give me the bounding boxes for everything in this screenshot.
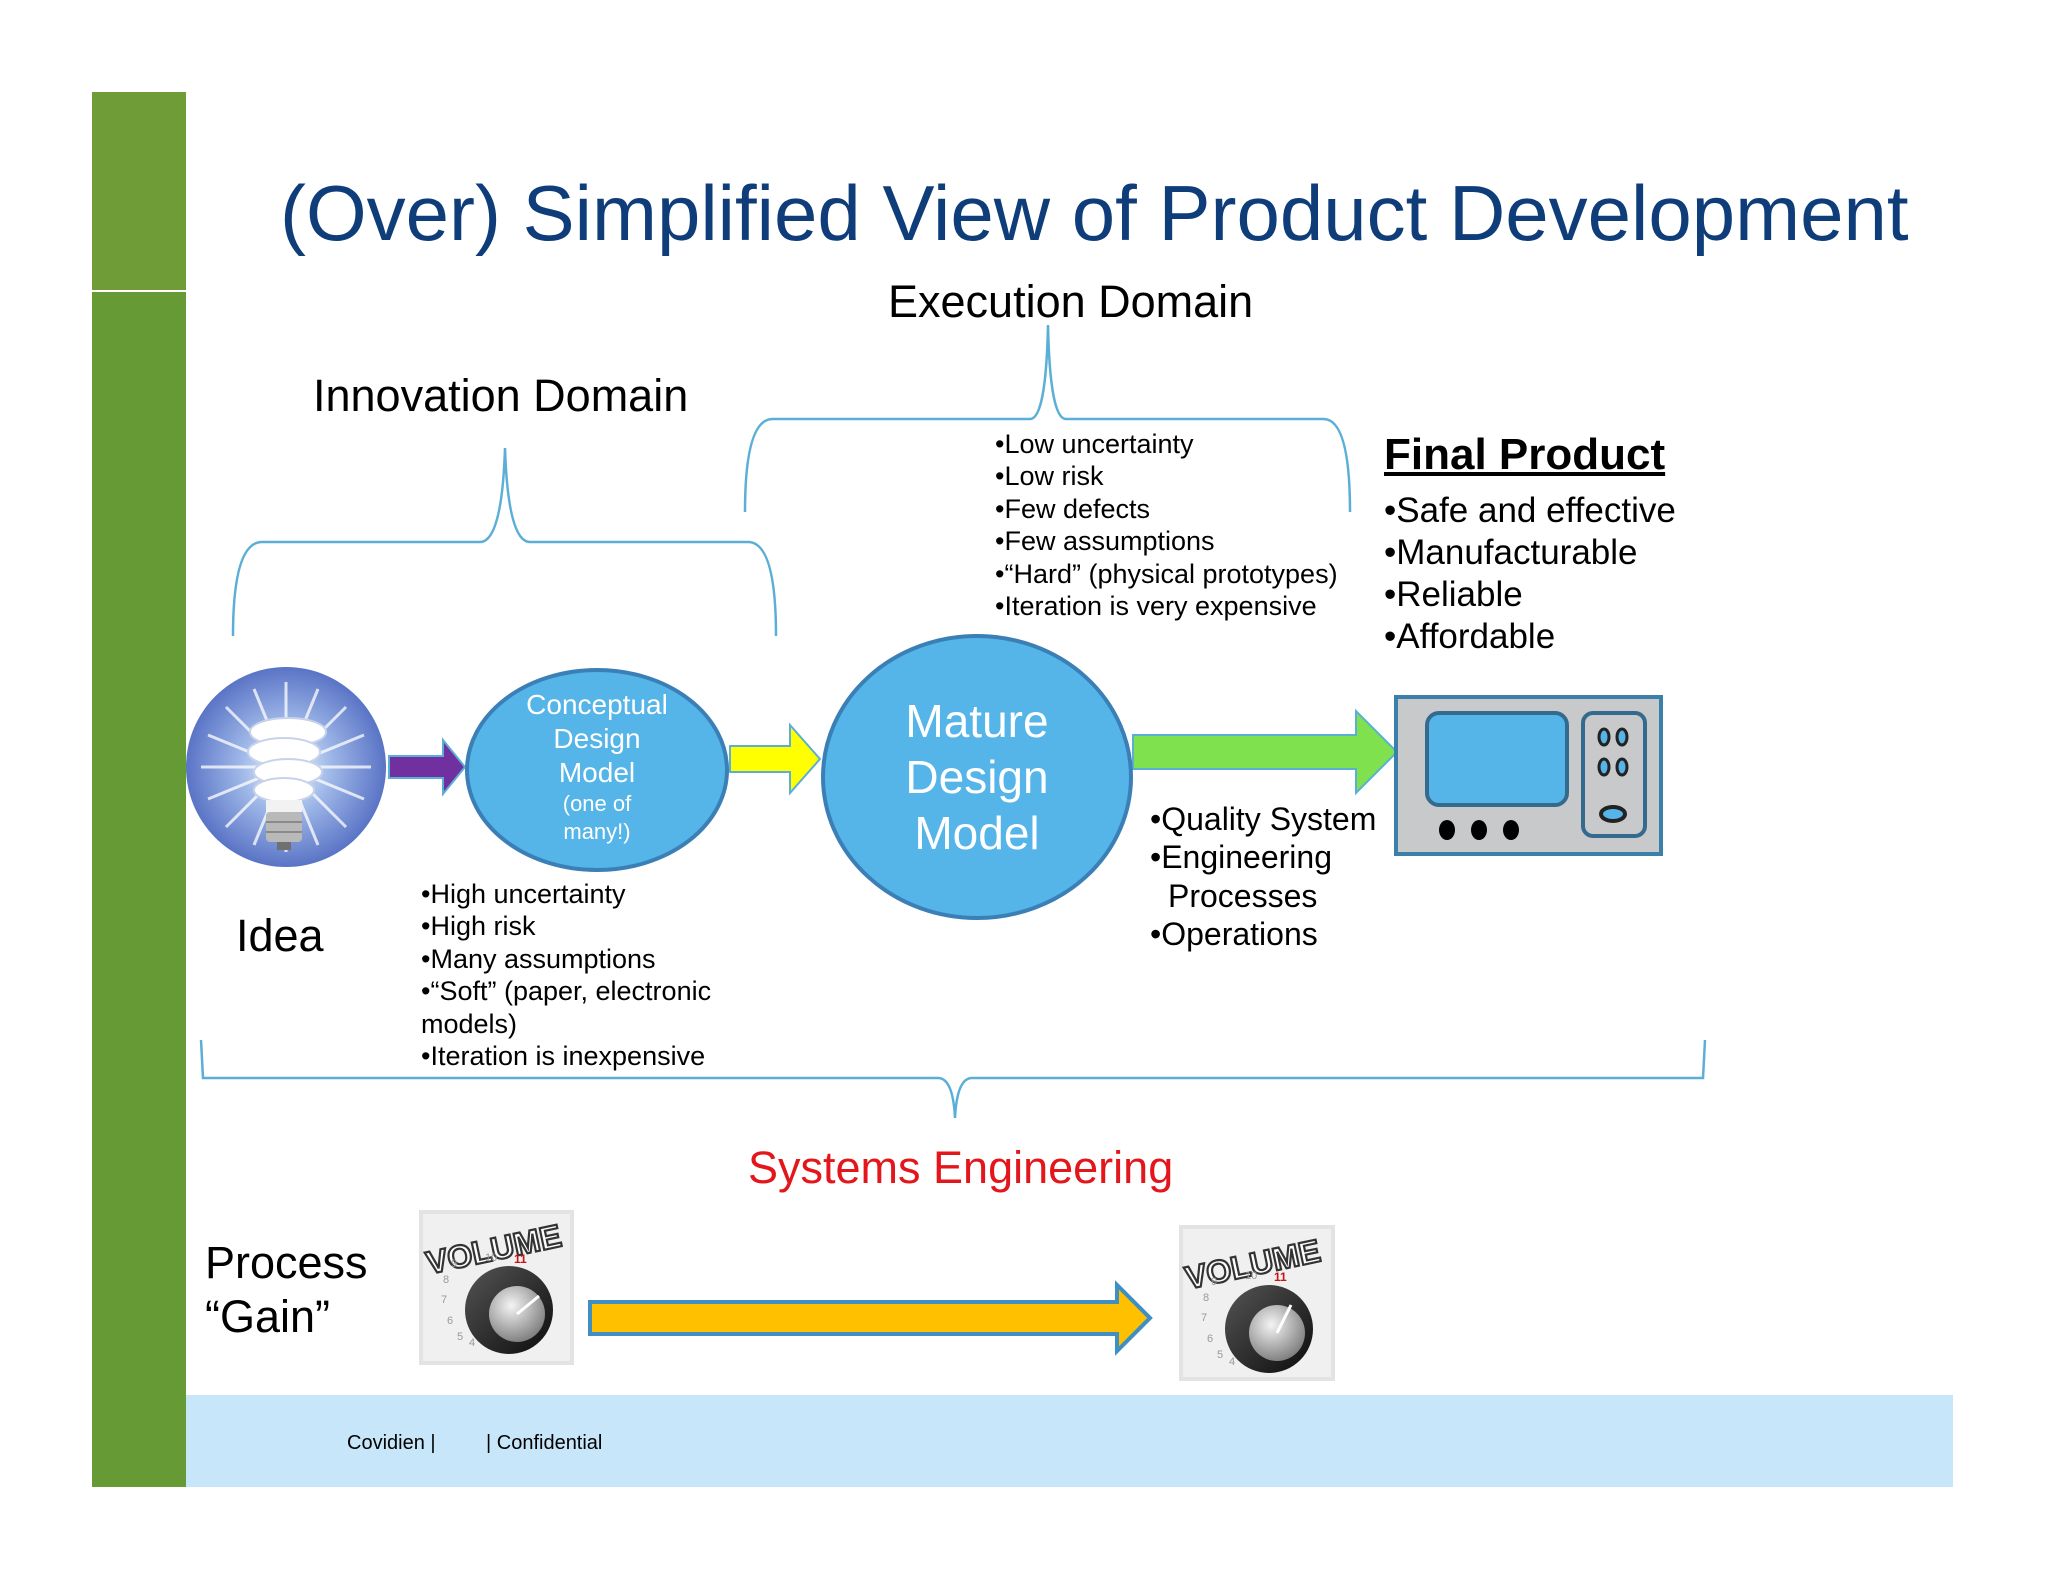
svg-text:10: 10 (485, 1252, 497, 1264)
list-item: •Operations (1150, 916, 1318, 953)
volume-knob-high: VOLUME 4 5 6 7 8 9 10 11 (1179, 1225, 1335, 1381)
list-item: •Safe and effective (1384, 491, 1676, 530)
svg-text:11: 11 (1274, 1270, 1287, 1284)
lightbulb-icon (186, 667, 386, 867)
device-icon (1394, 695, 1663, 856)
conceptual-note-1: (one of (562, 791, 632, 816)
mature-line-2: Design (905, 751, 1049, 803)
conceptual-design-model-circle (465, 668, 729, 872)
innovation-characteristics-list: •High uncertainty •High risk •Many assum… (421, 878, 711, 1072)
svg-text:6: 6 (447, 1315, 453, 1327)
slide-title: (Over) Simplified View of Product Develo… (280, 169, 1909, 257)
svg-text:10: 10 (1245, 1270, 1257, 1282)
execution-domain-brace (743, 324, 1352, 513)
list-item: models) (421, 1008, 518, 1039)
mature-design-model-circle (821, 634, 1133, 920)
list-item: •High risk (421, 911, 536, 942)
arrow-mature-to-final (1132, 708, 1399, 796)
svg-text:5: 5 (1217, 1349, 1223, 1361)
mature-line-3: Model (914, 807, 1040, 859)
list-item: •Affordable (1384, 617, 1556, 656)
list-item: •Quality System (1150, 801, 1377, 837)
mature-line-1: Mature (905, 695, 1049, 747)
process-gain-line-1: Process (205, 1237, 368, 1288)
process-gain-line-2: “Gain” (205, 1291, 331, 1342)
list-item: •Low uncertainty (995, 429, 1194, 459)
svg-text:8: 8 (443, 1274, 449, 1286)
list-item: •“Soft” (paper, electronic (421, 976, 712, 1007)
svg-text:7: 7 (1201, 1312, 1207, 1324)
final-product-title: Final Product (1384, 430, 1666, 479)
innovation-domain-label: Innovation Domain (313, 370, 689, 421)
execution-characteristics-list: •Low uncertainty •Low risk •Few defects … (995, 428, 1338, 622)
svg-text:9: 9 (451, 1258, 457, 1270)
footer-company: Covidien | (347, 1432, 436, 1454)
process-list: •Quality System •Engineering Processes •… (1150, 800, 1376, 954)
svg-text:4: 4 (1229, 1356, 1235, 1368)
list-item: Processes (1168, 877, 1318, 914)
sidebar-accent (92, 292, 186, 1487)
svg-text:4: 4 (469, 1337, 475, 1349)
list-item: •Many assumptions (421, 943, 656, 974)
list-item: •Low risk (995, 461, 1104, 492)
final-product-list: •Safe and effective •Manufacturable •Rel… (1384, 490, 1676, 658)
footer-confidential: | Confidential (486, 1432, 603, 1454)
process-gain-arrow (588, 1280, 1153, 1356)
svg-text:5: 5 (457, 1331, 463, 1343)
arrow-conceptual-to-mature (729, 722, 822, 796)
conceptual-design-model-label: Conceptual Design Model (one of many!) (467, 688, 727, 846)
list-item: •Few assumptions (995, 526, 1215, 557)
conceptual-line-1: Conceptual (526, 689, 668, 720)
innovation-domain-brace (231, 447, 778, 637)
list-item: •High uncertainty (421, 879, 626, 909)
list-item: •Iteration is inexpensive (421, 1040, 706, 1071)
arrow-idea-to-conceptual (388, 737, 467, 797)
sidebar-accent-top (92, 92, 186, 290)
svg-text:11: 11 (514, 1252, 527, 1266)
list-item: •Engineering (1150, 839, 1332, 876)
systems-engineering-brace (199, 1039, 1707, 1119)
execution-domain-label: Execution Domain (888, 276, 1254, 327)
idea-label: Idea (236, 910, 324, 961)
list-item: •Manufacturable (1384, 533, 1638, 572)
list-item: •“Hard” (physical prototypes) (995, 558, 1338, 589)
mature-design-model-label: Mature Design Model (823, 693, 1131, 861)
list-item: •Few defects (995, 493, 1151, 524)
conceptual-line-2: Design (553, 723, 641, 754)
list-item: •Iteration is very expensive (995, 590, 1317, 621)
conceptual-line-3: Model (558, 757, 636, 788)
footer-bar (186, 1395, 1953, 1487)
svg-text:7: 7 (441, 1294, 447, 1306)
process-gain-label: Process “Gain” (205, 1236, 368, 1344)
svg-text:8: 8 (1203, 1292, 1209, 1304)
systems-engineering-label: Systems Engineering (748, 1142, 1174, 1193)
svg-text:9: 9 (1211, 1276, 1217, 1288)
svg-text:6: 6 (1207, 1333, 1213, 1345)
volume-knob-low: VOLUME 4 5 6 7 8 9 10 11 (419, 1210, 574, 1365)
conceptual-note-2: many!) (563, 819, 631, 844)
list-item: •Reliable (1384, 575, 1523, 614)
